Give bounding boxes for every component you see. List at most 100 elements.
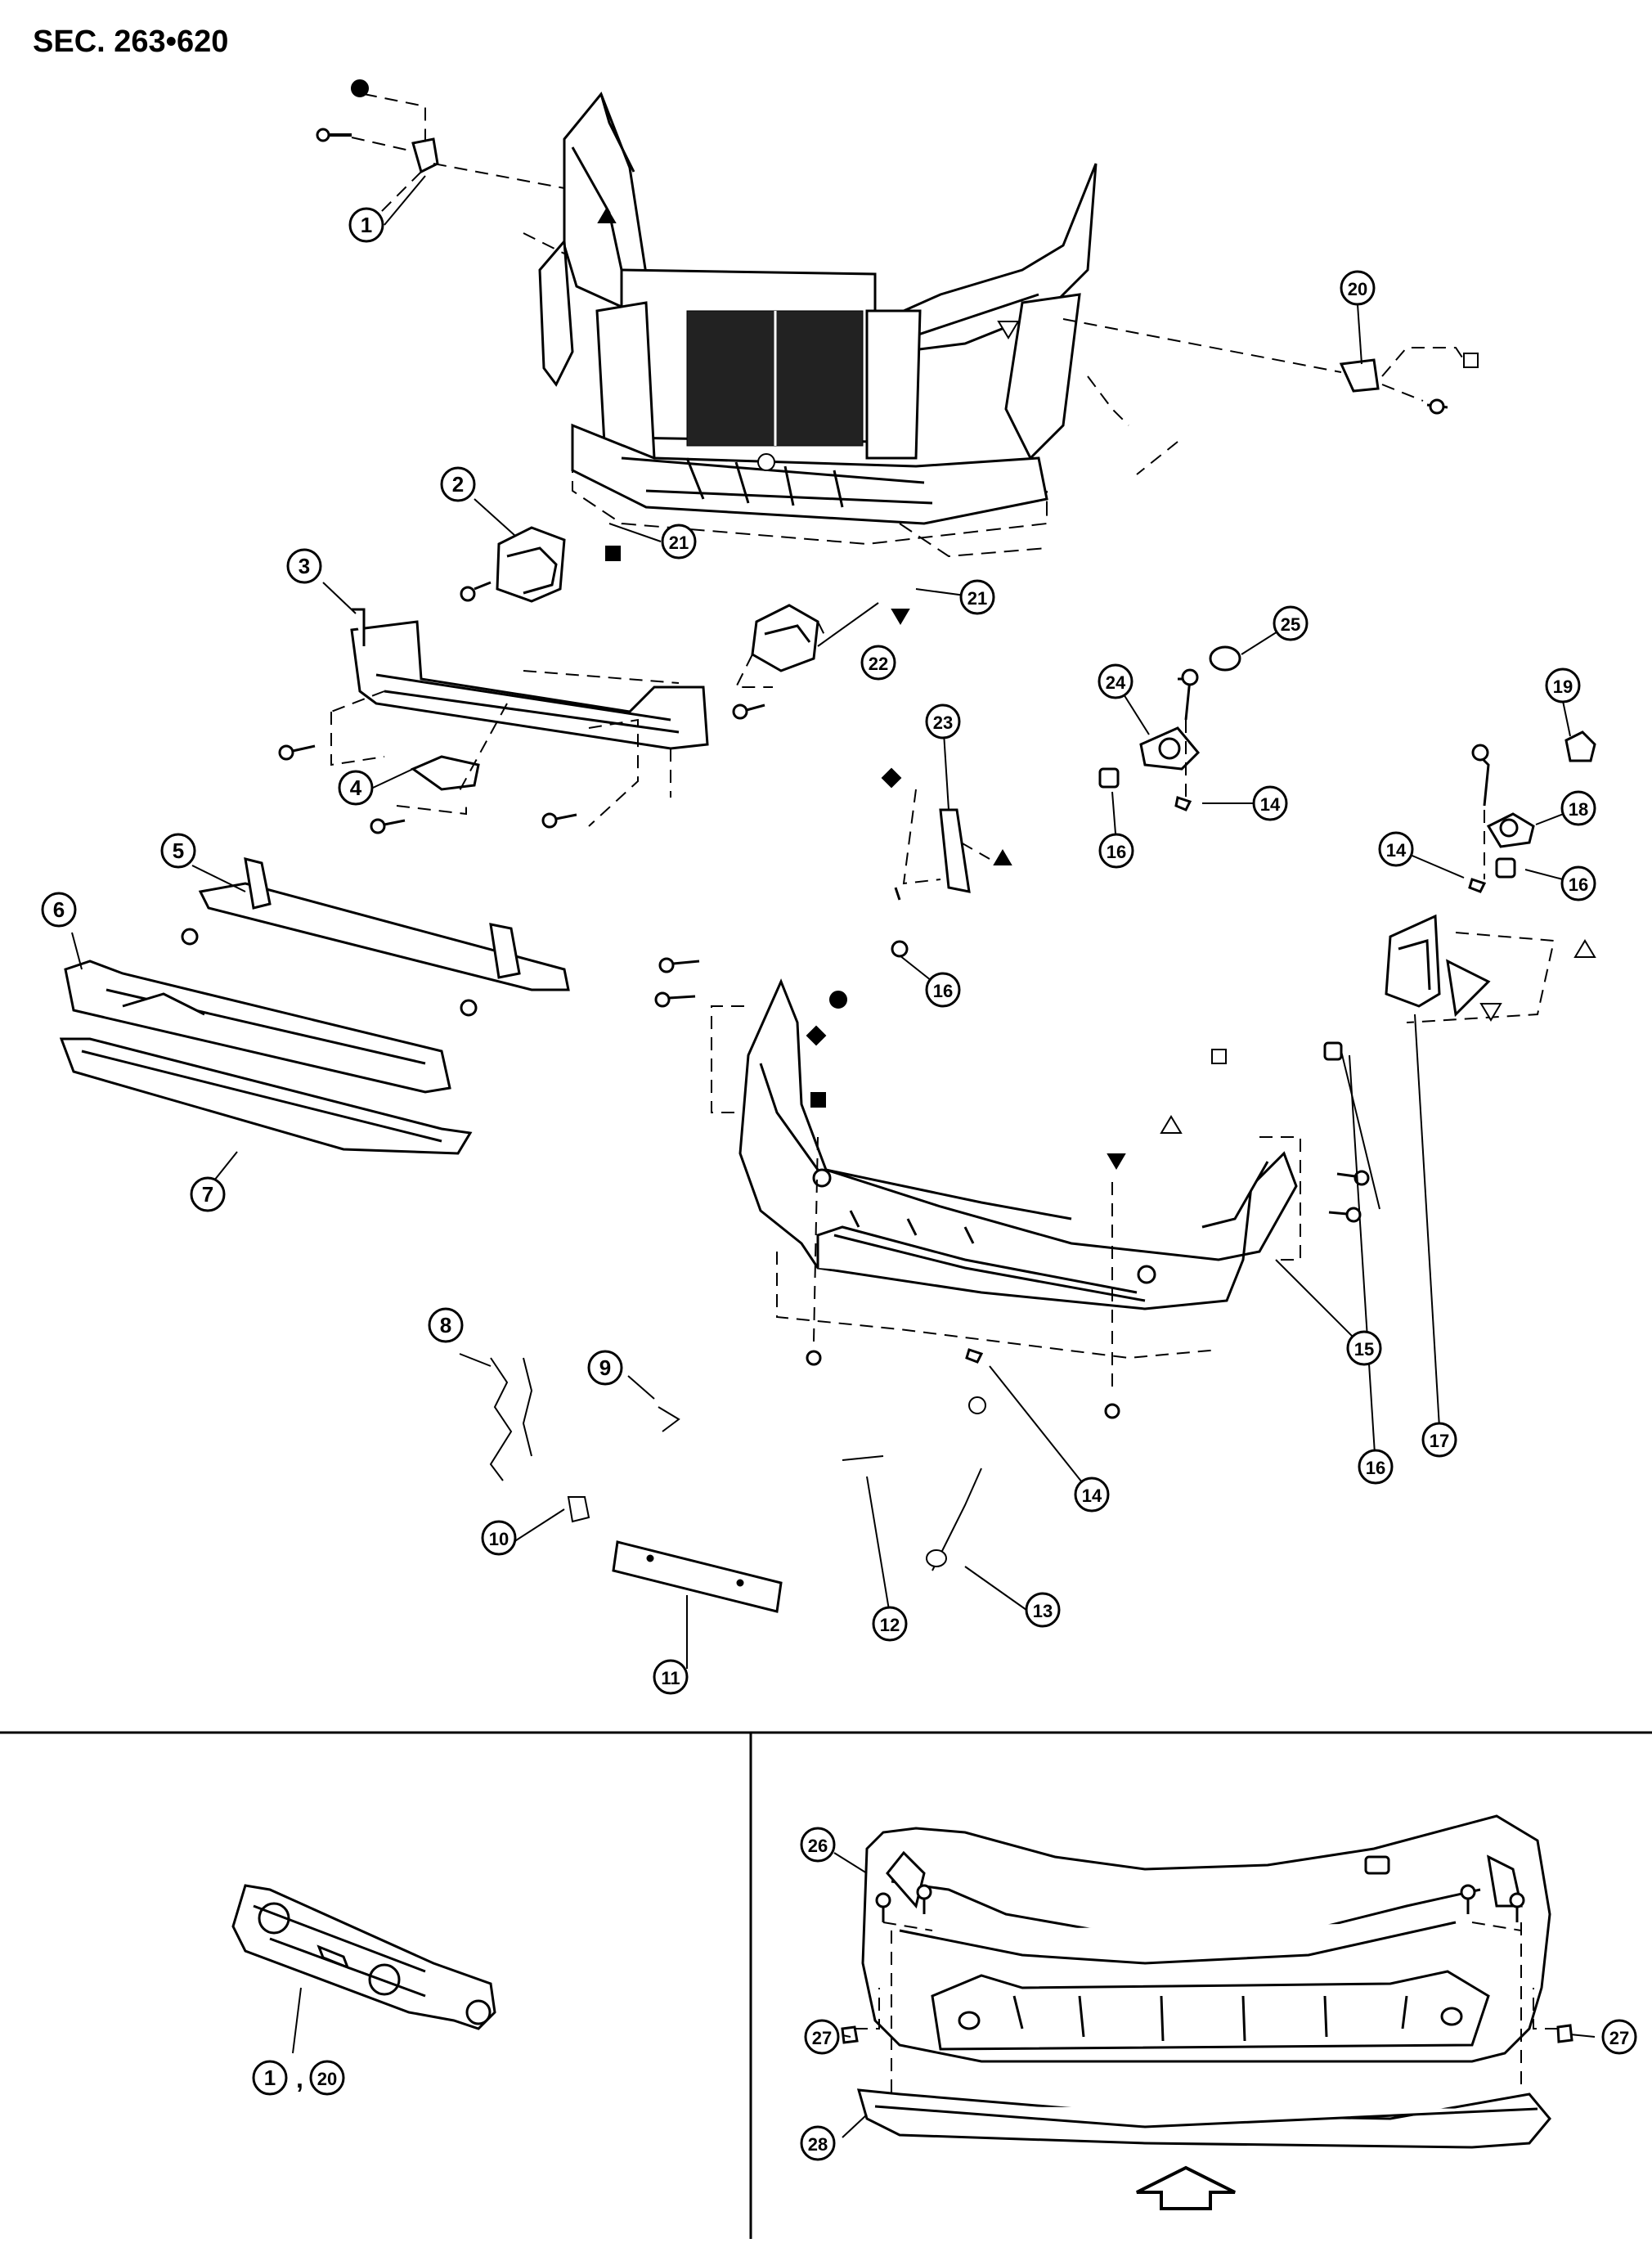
callout-c16b: 16: [925, 972, 961, 1008]
callout-c19: 19: [1545, 668, 1581, 703]
callout-number: 18: [1569, 799, 1588, 820]
callout-number: 15: [1354, 1339, 1374, 1360]
callout-number: 11: [661, 1668, 680, 1688]
callout-number: 10: [489, 1529, 509, 1549]
callout-layer: 1234567891011121314141415161616161718192…: [41, 207, 1637, 2161]
callout-c21b: 21: [959, 579, 995, 615]
detail-dash-lines: [855, 1922, 1558, 2094]
bracket-part-20: [1339, 358, 1448, 415]
callout-number: 8: [440, 1313, 451, 1337]
bumper-reinforcement-part-3: [350, 608, 709, 750]
callout-circle: [440, 466, 476, 502]
callout-c12: 12: [872, 1606, 908, 1642]
symbol-filled-triangle: [993, 849, 1012, 865]
dash-lines-23: [902, 789, 990, 885]
clip-part-10: [567, 1496, 590, 1523]
callout-circle: [286, 548, 322, 584]
lower-trim-part-7: [59, 1037, 473, 1155]
callout-circle: [41, 892, 77, 928]
callout-number: 21: [967, 588, 987, 609]
callout-circle: [1252, 785, 1288, 821]
callout-c14b: 14: [1378, 831, 1414, 867]
callout-number: 25: [1281, 614, 1300, 635]
callout-number: 14: [1260, 794, 1281, 815]
callout-circle: [252, 2060, 288, 2096]
callout-number: 20: [317, 2069, 337, 2089]
callout-c2: 2: [440, 466, 476, 502]
bracket-part-19: [1564, 730, 1596, 762]
crash-box-part-2: [460, 526, 566, 603]
callout-number: 9: [599, 1355, 611, 1380]
callout-circle: [1074, 1477, 1110, 1513]
callout-number: 16: [1107, 842, 1126, 862]
detail-bumper-assembly: [841, 1814, 1573, 2210]
dash-lines-17: [1406, 932, 1555, 1023]
callout-c21a: 21: [661, 524, 697, 560]
callout-c1: 1: [348, 207, 384, 243]
crash-box-part-22: [751, 604, 819, 672]
detail-separator: ,: [296, 2064, 303, 2093]
callout-c25: 25: [1273, 605, 1309, 641]
callout-number: 2: [452, 472, 464, 497]
callout-c6: 6: [41, 892, 77, 928]
symbol-open-triangle-down: [997, 321, 1020, 339]
symbol-filled-square: [605, 546, 621, 561]
callout-circle: [925, 703, 961, 739]
callout-circle: [1545, 668, 1581, 703]
vehicle-front-body: [538, 92, 1098, 525]
callout-c22: 22: [860, 645, 896, 681]
callout-number: 7: [202, 1182, 213, 1207]
callout-c14a: 14: [1252, 785, 1288, 821]
symbol-open-triangle: [1573, 939, 1596, 958]
callout-circle: [800, 1827, 836, 1863]
callout-circle: [872, 1606, 908, 1642]
symbol-filled-triangle-down: [891, 609, 910, 625]
callout-c16c: 16: [1358, 1449, 1394, 1485]
callout-circle: [959, 579, 995, 615]
callout-c14c: 14: [1074, 1477, 1110, 1513]
dash-lines-top-right: [1062, 318, 1465, 475]
callout-number: 16: [1366, 1458, 1385, 1478]
callout-c16a: 16: [1098, 833, 1134, 869]
symbol-filled-triangle-down: [1107, 1153, 1126, 1170]
callout-circle: [160, 833, 196, 869]
clip-set-part-9: [658, 1406, 680, 1432]
energy-absorber-part-6: [64, 960, 451, 1094]
bracket-part-4: [410, 755, 480, 791]
callout-number: 13: [1033, 1601, 1053, 1621]
sensor-part-18: [1468, 744, 1535, 893]
radiator-core: [686, 310, 864, 447]
upper-bar-part-5: [181, 856, 570, 1017]
callout-circle: [1340, 270, 1376, 306]
callout-number: 20: [1348, 279, 1367, 299]
symbol-open-square: [1463, 353, 1479, 368]
callout-circle: [653, 1659, 689, 1695]
callout-c10: 10: [481, 1520, 517, 1556]
callout-c18: 18: [1560, 790, 1596, 826]
callout-c20: 20: [1340, 270, 1376, 306]
callout-c28: 28: [800, 2125, 836, 2161]
callout-c1b: 1: [252, 2060, 288, 2096]
callout-circle: [800, 2125, 836, 2161]
callout-number: 22: [869, 654, 888, 674]
callout-number: 1: [264, 2065, 276, 2090]
clip-set-part-8: [489, 1357, 533, 1481]
license-bracket-part-11: [612, 1540, 783, 1613]
symbol-filled-diamond: [881, 767, 902, 789]
callout-c27b: 27: [1601, 2019, 1637, 2055]
callout-number: 14: [1386, 840, 1407, 861]
reference-symbols: [351, 79, 1596, 1414]
callout-number: 5: [173, 838, 184, 863]
callout-circle: [1560, 790, 1596, 826]
callout-c7: 7: [190, 1176, 226, 1212]
callout-c5: 5: [160, 833, 196, 869]
symbol-open-square: [1211, 1049, 1227, 1064]
bumper-fascia-part-15: [738, 978, 1298, 1310]
callout-number: 4: [350, 775, 362, 800]
callout-c26: 26: [800, 1827, 836, 1863]
callout-circle: [1560, 865, 1596, 901]
symbol-filled-square: [810, 1092, 826, 1108]
symbol-filled-triangle: [597, 207, 617, 223]
symbol-open-triangle-down: [1479, 1003, 1502, 1022]
